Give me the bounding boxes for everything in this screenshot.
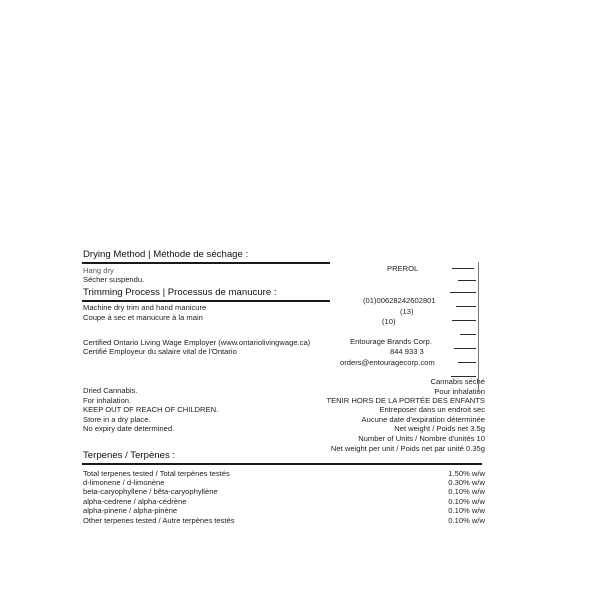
- terpene-value: 0.10% w/w: [448, 497, 485, 506]
- terpene-value: 0.10% w/w: [448, 506, 485, 515]
- warning-keep-out-of-reach: KEEP OUT OF REACH OF CHILDREN.: [83, 405, 219, 414]
- trimming-divider: [82, 300, 330, 302]
- barcode-code-13: (13): [400, 307, 414, 316]
- terpenes-heading: Terpenes / Terpènes :: [83, 450, 176, 461]
- barcode-code-10: (10): [382, 317, 396, 326]
- company-name: Entourage Brands Corp.: [350, 337, 432, 346]
- fr-dried-cannabis: Cannabis séché: [430, 377, 485, 386]
- drying-divider: [82, 262, 330, 264]
- terpene-name: beta-caryophyllene / bêta-caryophyllène: [83, 487, 218, 496]
- product-label: Drying Method | Méthode de séchage : Han…: [80, 238, 485, 550]
- warning-store-dry: Store in a dry place.: [83, 415, 151, 424]
- fr-store-dry: Entreposer dans un endroit sec: [379, 405, 485, 414]
- gtin-code: (01)00628242602801: [363, 296, 436, 305]
- fr-inhalation: Pour inhalation: [434, 387, 485, 396]
- terpene-name: d-limonene / d-limonène: [83, 478, 165, 487]
- terpene-name: alpha-cedrene / alpha-cédrène: [83, 497, 187, 506]
- product-type: PREROL: [387, 264, 419, 273]
- net-weight-per-unit: Net weight per unit / Poids net par unit…: [330, 444, 485, 453]
- drying-method-heading: Drying Method | Méthode de séchage :: [83, 249, 249, 260]
- terpene-name: alpha-pinene / alpha-pinène: [83, 506, 178, 515]
- drying-method-en: Hang dry: [83, 266, 114, 275]
- terpenes-divider: [82, 463, 482, 465]
- trimming-process-en: Machine dry trim and hand manicure: [83, 303, 207, 312]
- fr-no-expiry: Aucune date d'expiration déterminée: [361, 415, 485, 424]
- drying-method-fr: Sécher suspendu.: [83, 275, 145, 284]
- company-email: orders@entouragecorp.com: [340, 358, 435, 367]
- company-phone: 844 933 3: [390, 347, 424, 356]
- net-weight: Net weight / Poids net 3.5g: [394, 424, 485, 433]
- fr-keep-out-of-reach: TENIR HORS DE LA PORTÉE DES ENFANTS: [326, 396, 485, 405]
- warning-no-expiry: No expiry date determined.: [83, 424, 175, 433]
- terpene-value: 0.10% w/w: [448, 487, 485, 496]
- terpene-value: 1.50% w/w: [448, 469, 485, 478]
- warning-dried-cannabis: Dried Cannabis.: [83, 386, 138, 395]
- warning-inhalation: For inhalation.: [83, 396, 132, 405]
- terpene-value: 0.10% w/w: [448, 516, 485, 525]
- terpene-name: Other terpenes tested / Autre terpènes t…: [83, 516, 235, 525]
- barcode-fragment: [448, 262, 482, 392]
- trimming-process-fr: Coupe à sec et manucure à la main: [83, 313, 203, 322]
- terpene-name: Total terpenes tested / Total terpènes t…: [83, 469, 230, 478]
- terpene-value: 0.30% w/w: [448, 478, 485, 487]
- barcode-edge-line: [478, 262, 479, 392]
- number-of-units: Number of Units / Nombre d'unités 10: [358, 434, 485, 443]
- certified-employer-fr: Certifié Employeur du salaire vital de l…: [83, 347, 237, 356]
- certified-employer-en: Certified Ontario Living Wage Employer (…: [83, 338, 311, 347]
- trimming-process-heading: Trimming Process | Processus de manucure…: [83, 287, 277, 298]
